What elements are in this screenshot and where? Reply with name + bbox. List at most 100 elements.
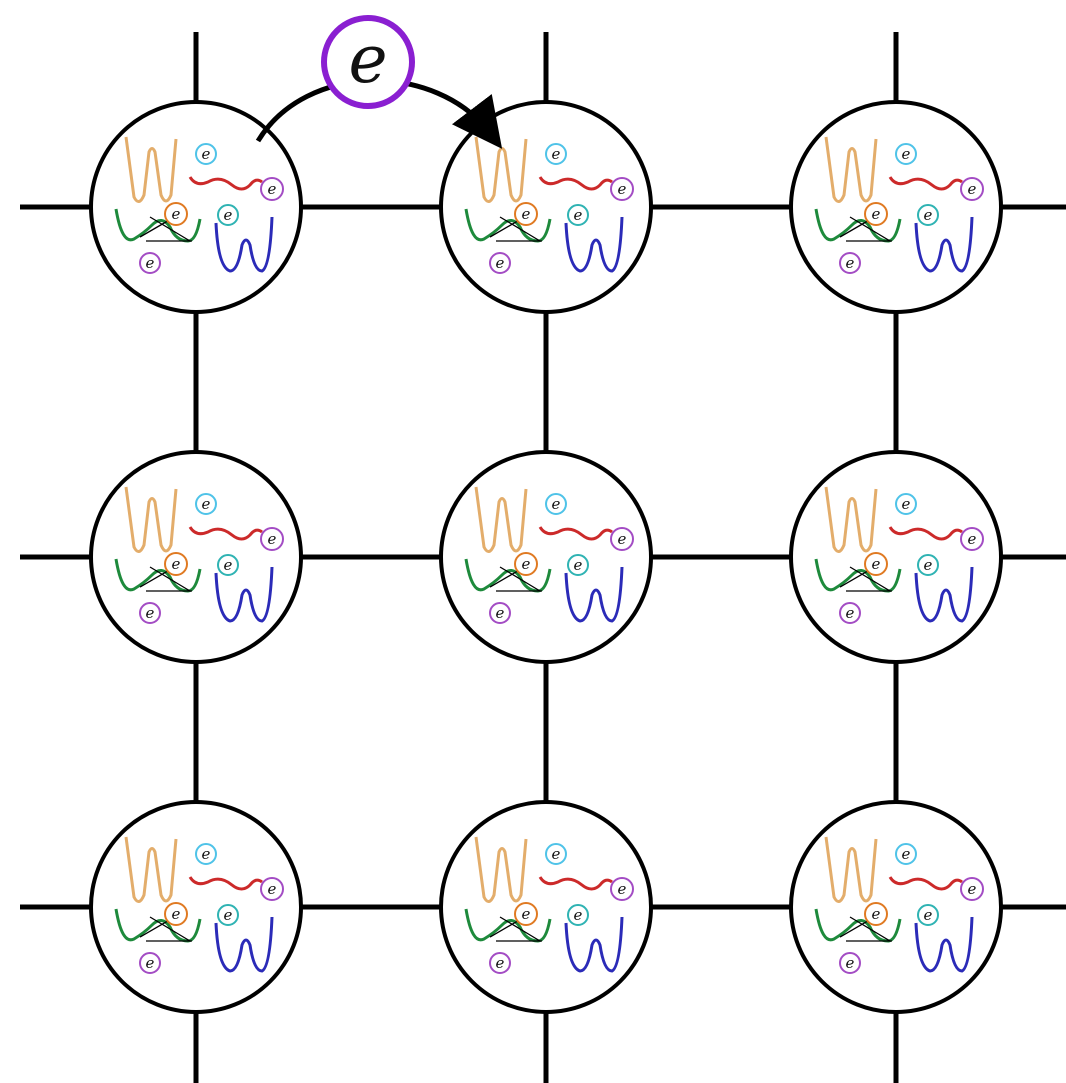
particle-icon: e	[195, 843, 217, 865]
particle-ring	[321, 15, 415, 109]
particle-icon: e	[839, 952, 861, 974]
particle-icon: e	[895, 843, 917, 865]
particle-icon: e	[917, 904, 939, 926]
lattice-sites: eeeeeeeeeeeeeeeeeeeeeeeeeeeeeeeeeeeeeeee…	[89, 100, 1003, 1014]
potential-double-well-deep	[914, 216, 974, 273]
svg-text:e: e	[146, 604, 155, 622]
svg-text:e: e	[846, 604, 855, 622]
svg-text:e: e	[846, 254, 855, 272]
svg-text:e: e	[224, 906, 233, 924]
svg-text:e: e	[618, 180, 627, 198]
svg-text:e: e	[522, 555, 531, 573]
particle-icon: e	[139, 602, 161, 624]
svg-text:e: e	[924, 906, 933, 924]
particle-icon: e	[260, 877, 284, 901]
particle-label: e	[348, 21, 387, 98]
lattice-site: e e e e e	[439, 800, 653, 1014]
potential-wavy	[538, 876, 613, 891]
svg-text:e: e	[146, 954, 155, 972]
svg-text:e: e	[924, 206, 933, 224]
site-circle	[789, 800, 1003, 1014]
potential-double-well-deep	[564, 566, 624, 623]
svg-text:e: e	[224, 206, 233, 224]
svg-text:e: e	[872, 905, 881, 923]
svg-text:e: e	[574, 556, 583, 574]
svg-text:e: e	[268, 180, 277, 198]
particle-icon: e	[960, 527, 984, 551]
particle-icon: e	[514, 902, 538, 926]
lattice-site: e e e e e	[439, 450, 653, 664]
particle-icon: e	[545, 843, 567, 865]
particle-icon: e	[514, 202, 538, 226]
particle-icon: e	[195, 143, 217, 165]
potential-wavy	[538, 176, 613, 191]
particle-icon: e	[195, 493, 217, 515]
svg-text:e: e	[202, 845, 211, 863]
svg-text:e: e	[522, 205, 531, 223]
svg-text:e: e	[172, 555, 181, 573]
potential-wavy	[188, 176, 263, 191]
svg-text:e: e	[618, 530, 627, 548]
particle-icon: e	[545, 143, 567, 165]
svg-text:e: e	[618, 880, 627, 898]
potential-double-well-tall	[124, 836, 178, 903]
svg-text:e: e	[496, 954, 505, 972]
svg-text:e: e	[574, 906, 583, 924]
potential-double-well-tall	[824, 136, 878, 203]
particle-icon: e	[217, 904, 239, 926]
site-circle	[89, 450, 303, 664]
potential-double-well-deep	[914, 916, 974, 973]
particle-icon: e	[610, 877, 634, 901]
svg-text:e: e	[872, 205, 881, 223]
particle-icon: e	[864, 552, 888, 576]
potential-double-well-tall	[824, 486, 878, 553]
particle-icon: e	[960, 877, 984, 901]
svg-text:e: e	[902, 145, 911, 163]
site-circle	[89, 800, 303, 1014]
potential-wavy	[188, 876, 263, 891]
site-circle	[789, 100, 1003, 314]
hopping-particle: e	[321, 15, 415, 109]
svg-text:e: e	[968, 530, 977, 548]
lattice-site: e e e e e	[789, 100, 1003, 314]
particle-icon: e	[217, 204, 239, 226]
potential-wavy	[888, 876, 963, 891]
particle-icon: e	[545, 493, 567, 515]
potential-double-well-tall	[824, 836, 878, 903]
potential-double-well-deep	[214, 916, 274, 973]
particle-icon: e	[864, 902, 888, 926]
potential-wavy	[188, 526, 263, 541]
svg-text:e: e	[202, 145, 211, 163]
particle-icon: e	[960, 177, 984, 201]
particle-icon: e	[917, 204, 939, 226]
site-circle	[789, 450, 1003, 664]
particle-icon: e	[164, 552, 188, 576]
svg-text:e: e	[224, 556, 233, 574]
particle-icon: e	[864, 202, 888, 226]
particle-icon: e	[895, 143, 917, 165]
potential-double-well-tall	[124, 136, 178, 203]
potential-wavy	[888, 526, 963, 541]
particle-icon: e	[217, 554, 239, 576]
particle-icon: e	[917, 554, 939, 576]
svg-text:e: e	[552, 145, 561, 163]
hopping-arrow-group: e	[255, 15, 503, 149]
particle-icon: e	[489, 602, 511, 624]
svg-text:e: e	[924, 556, 933, 574]
particle-icon: e	[139, 952, 161, 974]
potential-double-well-tall	[474, 486, 528, 553]
particle-icon: e	[260, 177, 284, 201]
svg-text:e: e	[968, 180, 977, 198]
svg-text:e: e	[872, 555, 881, 573]
particle-icon: e	[489, 952, 511, 974]
svg-text:e: e	[552, 845, 561, 863]
svg-text:e: e	[552, 495, 561, 513]
particle-icon: e	[567, 204, 589, 226]
particle-icon: e	[610, 177, 634, 201]
